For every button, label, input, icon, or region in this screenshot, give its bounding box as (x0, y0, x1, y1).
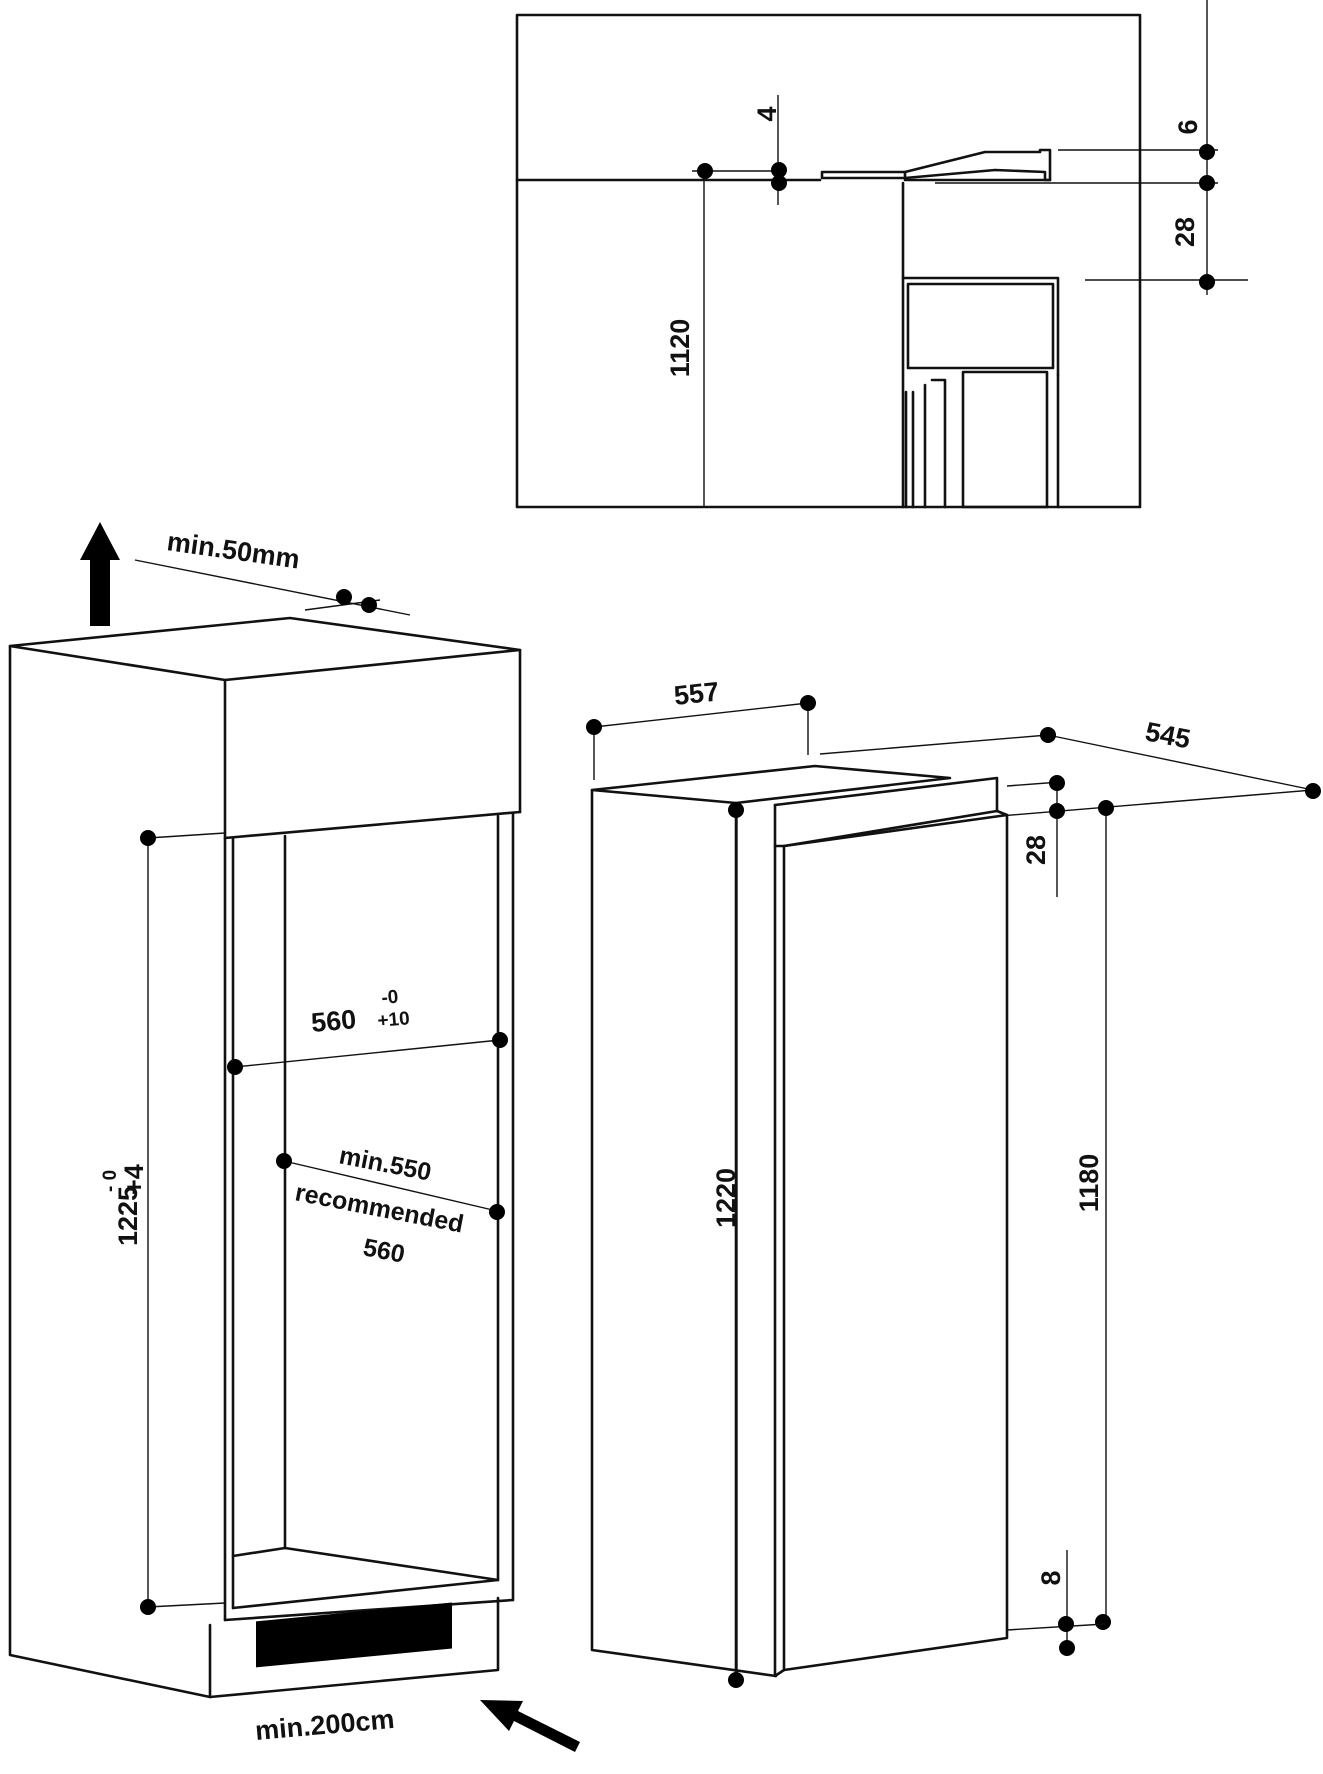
label-6: 6 (1173, 119, 1203, 134)
dim-ext-545-bottom (999, 789, 1314, 817)
dim-dot (1305, 783, 1321, 799)
door-top-join (782, 809, 1009, 848)
dim-dot (1095, 1614, 1111, 1630)
shelf-left (904, 390, 915, 509)
arrow-in-icon (480, 1700, 580, 1752)
dim-dot (1199, 175, 1215, 191)
dim-ext-545-top (819, 734, 1049, 755)
dim-line-557 (593, 702, 809, 728)
label-min-50mm: min.50mm (165, 526, 301, 574)
detail-frame (515, 13, 1142, 509)
appliance-top (590, 764, 952, 805)
cabinet-top (8, 616, 522, 682)
label-560: 560 (310, 1004, 358, 1038)
cabinet-top-band (223, 810, 522, 840)
label-1180: 1180 (1074, 1154, 1104, 1213)
dim-dot (800, 695, 816, 711)
niche-left-wall (223, 836, 235, 1622)
dim-dot (1199, 274, 1215, 290)
dim-dot (492, 1032, 508, 1048)
dim-dot (728, 1672, 744, 1688)
vent-grille (256, 1602, 452, 1668)
dim-ext-8 (1006, 1623, 1106, 1631)
dim-dot (1049, 803, 1065, 819)
dim-dot (140, 1599, 156, 1615)
hinge-bracket (903, 148, 1052, 182)
label-1225: 1225 (113, 1186, 143, 1246)
dim-dot (361, 597, 377, 613)
dim-line-545 (1047, 734, 1314, 791)
label-recommended-560: 560 (361, 1233, 407, 1268)
appliance-body-left (590, 788, 778, 1678)
label-557: 557 (672, 676, 720, 711)
door-edge (773, 844, 786, 1678)
cabinet-left-edge (8, 644, 212, 1699)
shelf-mid (923, 378, 947, 509)
dim-dot (1059, 1640, 1075, 1656)
dim-dot (728, 802, 744, 818)
inner-top-panel (901, 276, 1060, 377)
label-560-tol-top: -0 (381, 987, 400, 1009)
door-panel (773, 803, 1009, 1672)
label-1220: 1220 (711, 1168, 741, 1228)
dim-dot (771, 162, 787, 178)
label-1225-tol-top: - 0 (100, 1170, 121, 1192)
dim-dot (276, 1153, 292, 1169)
inner-compartment (906, 282, 1055, 370)
label-min-200cm: min.200cm (254, 1704, 396, 1746)
dim-ext-1225-bottom (147, 1602, 226, 1608)
label-28-appliance: 28 (1021, 835, 1051, 865)
dim-dot (1058, 1616, 1074, 1632)
door-top-edge (773, 776, 999, 813)
appliance-view: 557 545 28 1220 1180 8 (586, 676, 1321, 1688)
dim-dot (771, 175, 787, 191)
niche-bottom-edge (223, 1598, 515, 1622)
dim-line-560 (234, 1039, 501, 1068)
dim-dot (1098, 800, 1114, 816)
dim-dot (586, 719, 602, 735)
dim-dot (227, 1059, 243, 1075)
niche-view: min.50mm 1225 - 0 +4 560 -0 +10 min.550 … (8, 522, 580, 1752)
top-detail-view: 4 6 28 1120 (515, 0, 1248, 509)
dim-dot (336, 589, 352, 605)
dim-dot (1049, 775, 1065, 791)
label-1120: 1120 (665, 319, 695, 378)
label-28-top: 28 (1170, 217, 1200, 247)
label-560-tol-bottom: +10 (377, 1008, 411, 1032)
niche-floor (231, 1546, 500, 1610)
label-recommended: recommended (293, 1178, 466, 1238)
label-4: 4 (752, 106, 782, 121)
niche-right-wall (496, 812, 515, 1602)
dim-dot (697, 163, 713, 179)
dim-dot (489, 1204, 505, 1220)
label-1225-tol-bottom: +4 (119, 1164, 149, 1195)
label-min-550: min.550 (337, 1141, 434, 1186)
dim-dot (1040, 727, 1056, 743)
dim-ext-1225-top (147, 832, 226, 839)
arrow-up-icon (80, 522, 120, 626)
label-8: 8 (1036, 1570, 1066, 1585)
inner-drawer (961, 370, 1049, 509)
label-545: 545 (1143, 716, 1193, 754)
dim-line-550 (283, 1160, 498, 1212)
plinth (208, 1596, 500, 1699)
dim-dot (1199, 144, 1215, 160)
dim-dot (140, 830, 156, 846)
hinge-plate (820, 170, 907, 180)
